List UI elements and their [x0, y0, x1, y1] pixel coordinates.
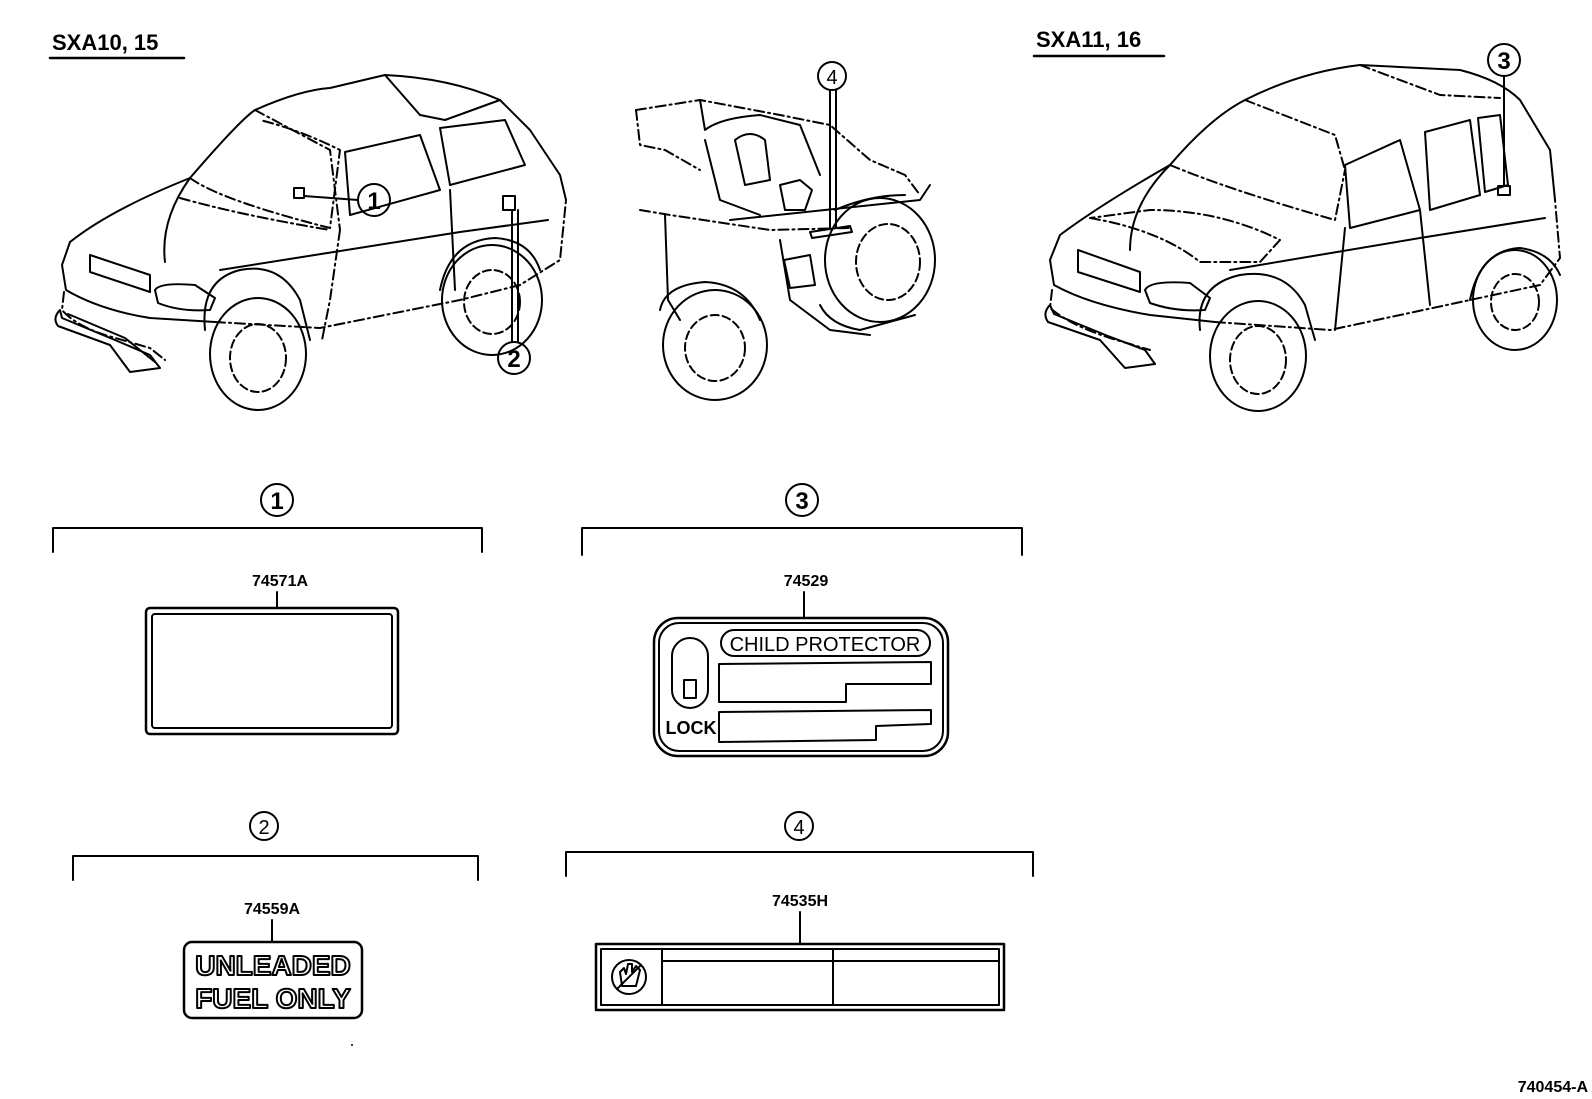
child-protector-text: CHILD PROTECTOR	[730, 634, 921, 656]
detail-3-callout-text: 3	[795, 488, 808, 515]
label-child-protector: CHILD PROTECTOR LOCK	[652, 616, 950, 758]
callout-1-top-text: 1	[367, 188, 380, 215]
callout-2-top-text: 2	[507, 346, 520, 373]
part-number-74559A: 74559A	[244, 901, 300, 918]
model-label-left-text: SXA10, 15	[52, 30, 158, 55]
vehicle-3door-illustration	[54, 74, 567, 411]
unleaded-text: UNLEADED	[195, 950, 351, 981]
callout-2-top: 2	[497, 341, 531, 375]
detail-2-callout-text: 2	[258, 817, 269, 839]
no-hand-icon	[611, 959, 647, 995]
fuel-only-text: FUEL ONLY	[195, 983, 351, 1014]
callout-3-top-text: 3	[1497, 48, 1510, 75]
detail-group-3: 3 74529 CHILD PROTECTOR LOCK	[581, 483, 1023, 758]
callout-1-top: 1	[357, 183, 391, 217]
part-number-74535H: 74535H	[772, 893, 828, 910]
callout-4-top: 4	[817, 61, 847, 91]
label-74571A	[144, 606, 400, 736]
model-label-right: SXA11, 16	[1032, 27, 1166, 58]
lock-text: LOCK	[666, 718, 717, 738]
vehicle-5door-illustration	[1044, 64, 1561, 412]
part-number-74529: 74529	[784, 573, 829, 590]
detail-4-callout-text: 4	[793, 817, 804, 839]
callout-3-top: 3	[1487, 43, 1521, 77]
fuel-lid-marker	[502, 195, 516, 211]
model-label-left: SXA10, 15	[48, 30, 186, 60]
label-74535H	[594, 942, 1006, 1012]
detail-group-2: 2 74559A UNLEADED FUEL ONLY	[72, 811, 479, 1020]
callout-4-top-text: 4	[826, 67, 837, 89]
detail-group-1: 1 74571A	[52, 483, 483, 736]
figure-id: 740454-A	[1518, 1079, 1589, 1096]
detail-1-callout-text: 1	[270, 488, 283, 515]
part-number-74571A: 74571A	[252, 573, 308, 590]
vehicle-rear-illustration	[635, 89, 936, 401]
label-marker-1	[293, 187, 305, 199]
detail-group-4: 4 74535H	[565, 811, 1034, 1012]
label-unleaded-fuel-only: UNLEADED FUEL ONLY	[182, 940, 364, 1020]
model-label-right-text: SXA11, 16	[1036, 27, 1141, 52]
